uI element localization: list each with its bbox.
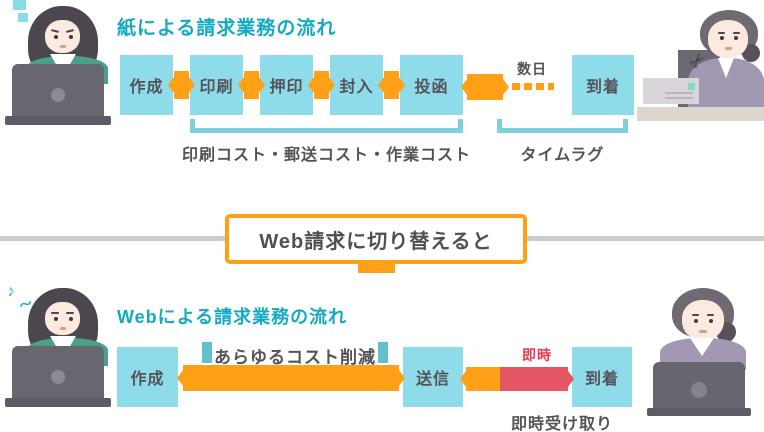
cost-bracket	[190, 119, 463, 133]
woman-brow	[66, 312, 74, 314]
timelag-label: タイムラグ	[520, 147, 605, 164]
web-transit-arrow-icon	[177, 365, 405, 391]
woman-face	[708, 20, 748, 58]
woman-brow	[718, 32, 725, 34]
step-box-create: 作成	[120, 55, 173, 115]
callout-notch	[358, 261, 395, 273]
instant-label: 即時	[522, 347, 552, 363]
woman-brow	[51, 312, 59, 314]
woman-brow	[692, 314, 699, 316]
laptop-base	[647, 408, 751, 416]
send-arrow-icon	[460, 367, 500, 391]
switch-callout: Web請求に切り替えると	[225, 214, 527, 264]
envelope-line	[665, 92, 693, 94]
woman-eye	[54, 35, 58, 39]
cost-reduction-label: あらゆるコスト削減	[214, 348, 376, 367]
woman-brow	[707, 314, 714, 316]
decor-square-icon	[18, 13, 28, 22]
quote-bar-left	[202, 342, 212, 363]
laptop-logo-dot	[51, 88, 65, 102]
sender-illustration-bottom	[0, 282, 140, 432]
laptop-base	[5, 116, 111, 125]
woman-eye	[709, 319, 713, 323]
woman-mouth	[699, 330, 707, 333]
sender-illustration-top	[0, 0, 140, 128]
envelope-line	[665, 97, 693, 99]
step-box-send: 送信	[403, 347, 463, 407]
woman-eye	[69, 317, 73, 321]
woman-eye	[694, 319, 698, 323]
envelope-icon	[643, 78, 699, 104]
woman-mouth	[60, 327, 66, 330]
receiver-illustration-bottom	[640, 282, 764, 432]
woman-mouth	[725, 47, 732, 50]
laptop-logo-dot	[51, 370, 65, 384]
woman-face	[45, 20, 80, 53]
woman-face	[45, 302, 80, 335]
step-box-envelope: 封入	[330, 55, 383, 115]
step-box-print: 印刷	[190, 55, 243, 115]
web-flow-title: Webによる請求業務の流れ	[117, 307, 348, 327]
laptop-logo-dot	[691, 382, 707, 398]
step-box-arrival-top: 到着	[572, 55, 634, 115]
woman-eye	[734, 36, 738, 40]
instant-receipt-label: 即時受け取り	[510, 416, 613, 432]
dashed-transit-line	[512, 83, 554, 90]
stamp-icon	[688, 83, 695, 90]
wait-days-label: 数日	[517, 61, 547, 77]
receiver-illustration-top: ✂	[630, 0, 764, 124]
cost-label: 印刷コスト・郵送コスト・作業コスト	[181, 147, 471, 164]
step-box-create-web: 作成	[117, 347, 178, 407]
mail-transit-arrow-icon	[461, 74, 509, 100]
timelag-bracket	[497, 119, 628, 133]
woman-brow	[733, 32, 740, 34]
instant-arrow-icon	[500, 367, 574, 391]
quote-bar-right	[378, 342, 388, 363]
laptop-base	[5, 398, 111, 407]
woman-face	[682, 300, 724, 340]
woman-eye	[720, 36, 724, 40]
step-box-post: 投函	[400, 55, 463, 115]
woman-eye	[69, 35, 73, 39]
step-box-stamp: 押印	[260, 55, 313, 115]
decor-square-icon	[13, 0, 26, 10]
woman-mouth	[60, 45, 66, 48]
paper-flow-title: 紙による請求業務の流れ	[117, 18, 337, 39]
desk	[637, 107, 764, 121]
woman-eye	[54, 317, 58, 321]
hair-bun	[742, 44, 760, 62]
step-box-arrival-bottom: 到着	[572, 347, 632, 407]
